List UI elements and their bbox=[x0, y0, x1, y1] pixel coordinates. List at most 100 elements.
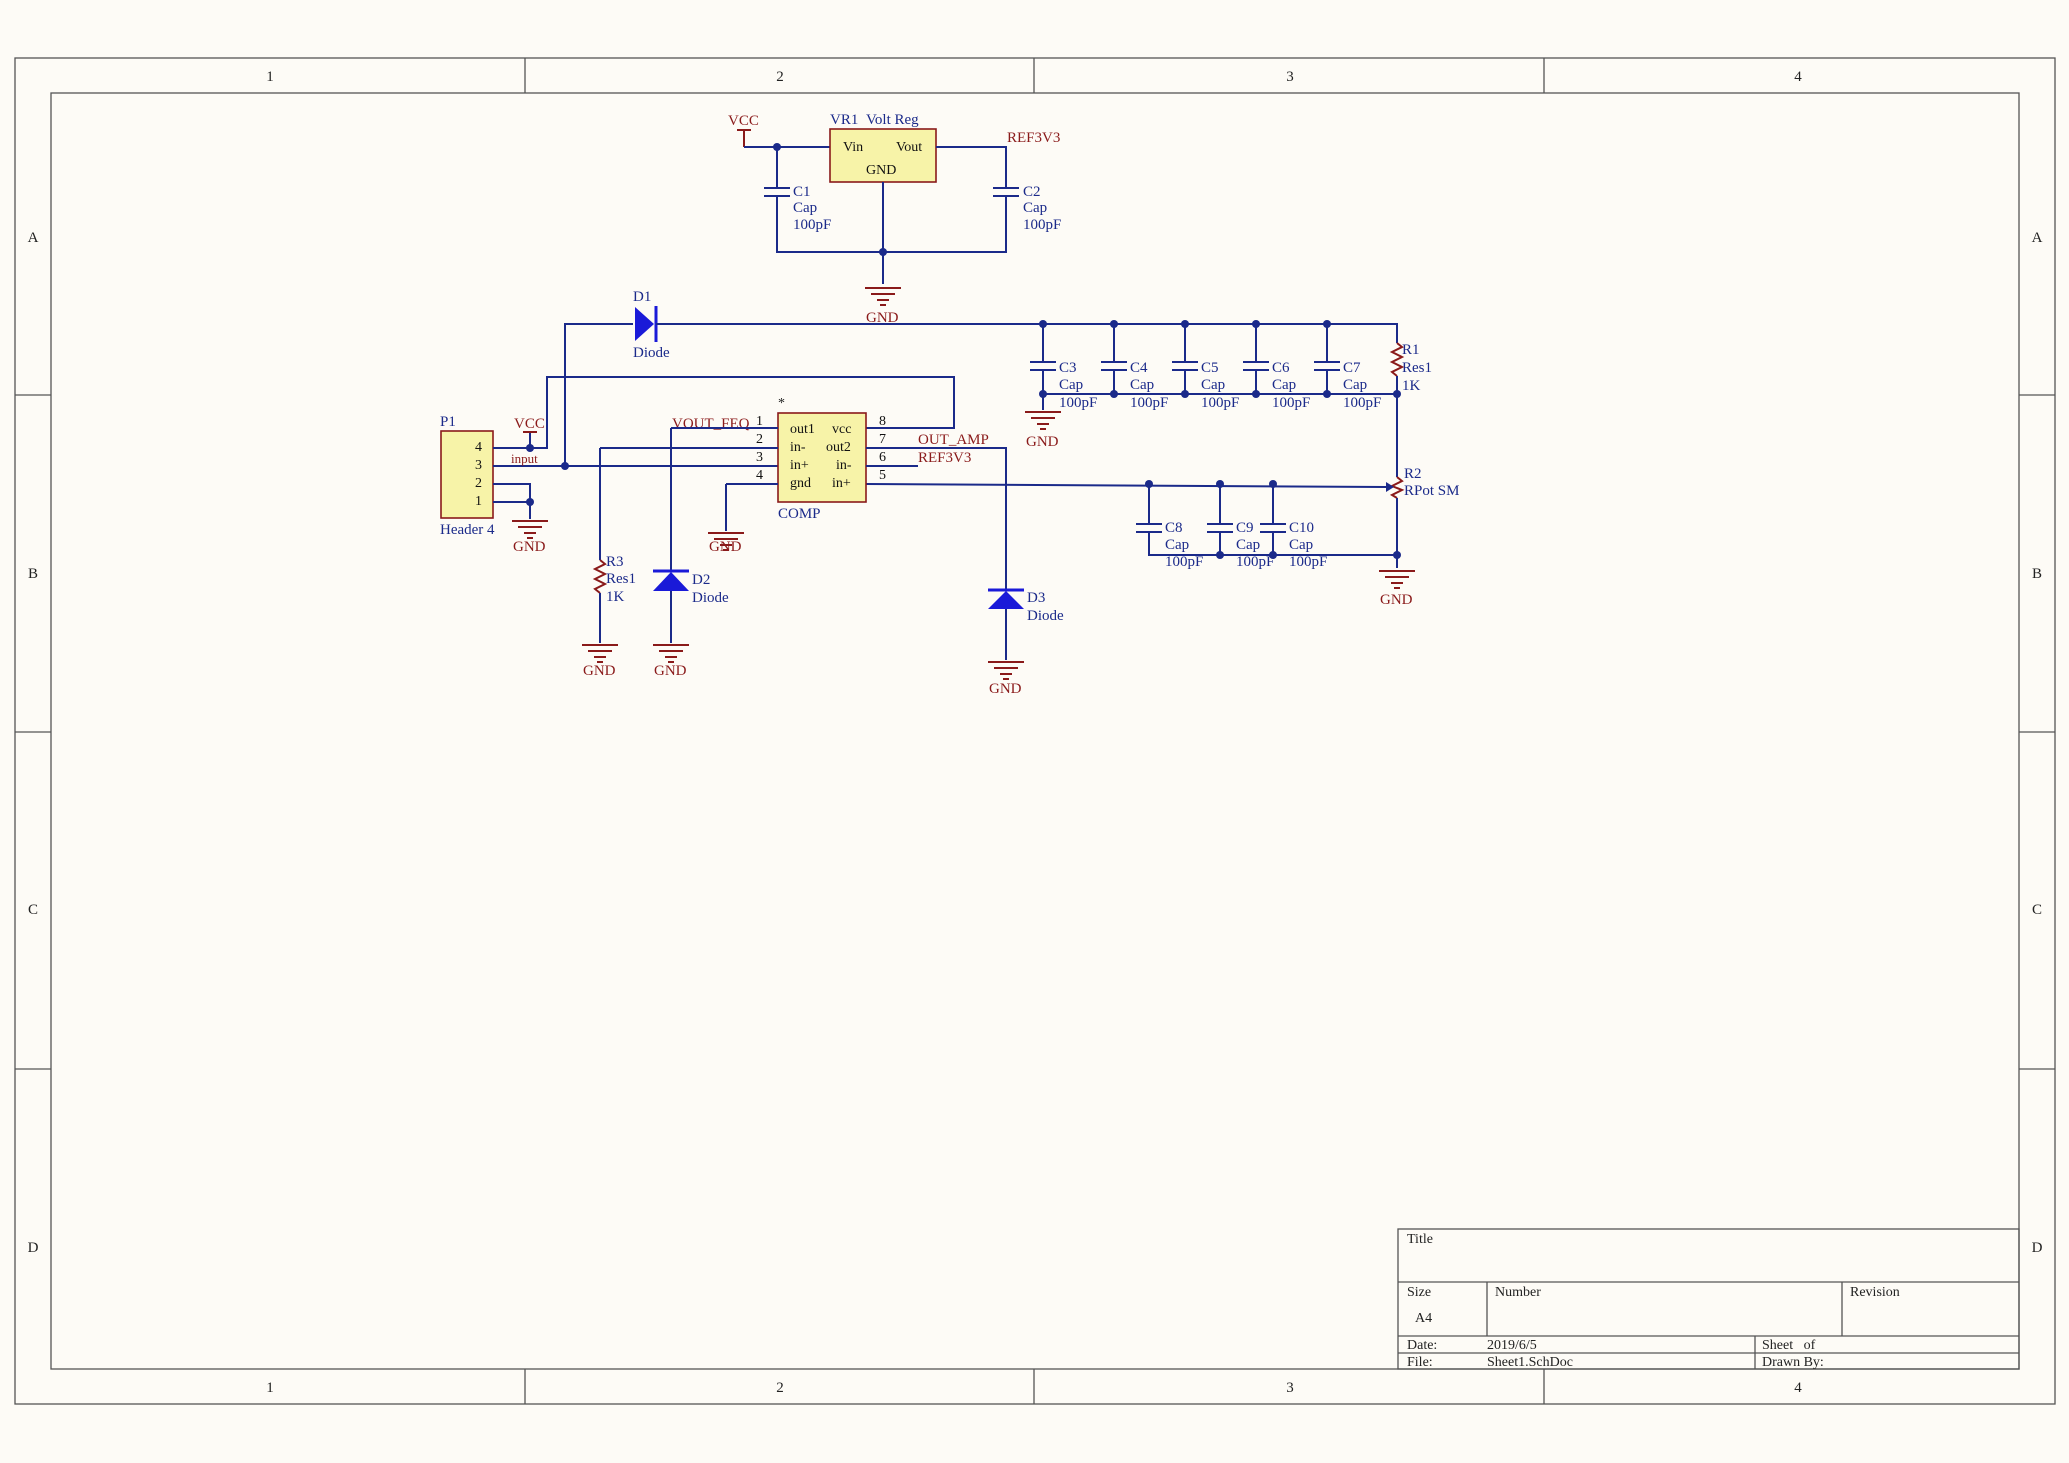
c9-designator: C9 bbox=[1236, 520, 1254, 536]
title-label: Title bbox=[1407, 1232, 1433, 1247]
c2-designator: C2 bbox=[1023, 184, 1041, 200]
c9-type: Cap bbox=[1236, 537, 1260, 553]
c5-type: Cap bbox=[1201, 377, 1225, 393]
ic-pin-6-num: 6 bbox=[879, 450, 886, 465]
row-label-right-b: B bbox=[2032, 566, 2042, 582]
drawn-by-label: Drawn By: bbox=[1762, 1355, 1824, 1370]
file-label: File: bbox=[1407, 1355, 1433, 1370]
ic-pin-7-num: 7 bbox=[879, 432, 886, 447]
c3-designator: C3 bbox=[1059, 360, 1077, 376]
revision-label: Revision bbox=[1850, 1285, 1900, 1300]
file-value: Sheet1.SchDoc bbox=[1487, 1355, 1573, 1370]
d2-type: Diode bbox=[692, 590, 729, 606]
c10-value: 100pF bbox=[1289, 554, 1327, 570]
c4-value: 100pF bbox=[1130, 395, 1168, 411]
resistor-r1 bbox=[1389, 342, 1405, 377]
col-label-bottom-2: 2 bbox=[776, 1380, 784, 1396]
p1-vcc-net-label: VCC bbox=[514, 416, 545, 432]
c5-value: 100pF bbox=[1201, 395, 1239, 411]
ic-pin-8-label: vcc bbox=[832, 422, 851, 437]
ic-pin-7-label: out2 bbox=[826, 440, 851, 455]
ic-pin-1-num: 1 bbox=[756, 414, 763, 429]
c7-value: 100pF bbox=[1343, 395, 1381, 411]
col-label-top-1: 1 bbox=[266, 69, 274, 85]
capacitor-c5 bbox=[1172, 361, 1198, 371]
c4-designator: C4 bbox=[1130, 360, 1148, 376]
vr1-pin-vin: Vin bbox=[843, 140, 863, 155]
p1-pin-4: 4 bbox=[475, 440, 482, 455]
diode-d1 bbox=[635, 307, 654, 341]
c1-type: Cap bbox=[793, 200, 817, 216]
col-label-top-4: 4 bbox=[1794, 69, 1802, 85]
c10-type: Cap bbox=[1289, 537, 1313, 553]
ic-name: COMP bbox=[778, 506, 821, 522]
c10-designator: C10 bbox=[1289, 520, 1314, 536]
ic-pin-3-label: in+ bbox=[790, 458, 809, 473]
resistor-r3 bbox=[592, 559, 608, 594]
voltage-regulator-vr1 bbox=[829, 128, 937, 183]
diode-d2 bbox=[653, 572, 689, 591]
number-label: Number bbox=[1495, 1285, 1541, 1300]
p1-input-net-label: input bbox=[511, 451, 538, 466]
diode-d3 bbox=[988, 591, 1024, 609]
p1-pin-2: 2 bbox=[475, 476, 482, 491]
net-vout-feq: VOUT_FEQ bbox=[672, 416, 750, 432]
header-p1 bbox=[440, 430, 494, 519]
c8-designator: C8 bbox=[1165, 520, 1183, 536]
capacitor-c2 bbox=[993, 187, 1019, 197]
ic-pin-6-label: in- bbox=[836, 458, 852, 473]
capacitor-c8 bbox=[1136, 523, 1162, 533]
net-out-amp: OUT_AMP bbox=[918, 432, 989, 448]
r3-designator: R3 bbox=[606, 554, 624, 570]
p1-name: Header 4 bbox=[440, 522, 495, 538]
ground-symbol-d2 bbox=[653, 644, 689, 663]
r3-type: Res1 bbox=[606, 571, 636, 587]
ic-marker: * bbox=[778, 396, 785, 411]
capacitor-c6 bbox=[1243, 361, 1269, 371]
ic-pin-3-num: 3 bbox=[756, 450, 763, 465]
capacitor-c10 bbox=[1260, 523, 1286, 533]
header-p1-section: P1 Header 4 4 3 2 1 VCC input GND bbox=[440, 376, 955, 555]
col-label-top-3: 3 bbox=[1286, 69, 1294, 85]
ic-pin-8-num: 8 bbox=[879, 414, 886, 429]
diode-capacitor-bank: D1 Diode C3 Cap 100pF C4 Cap bbox=[564, 289, 1459, 608]
ic-pin-5-num: 5 bbox=[879, 468, 886, 483]
c5-designator: C5 bbox=[1201, 360, 1219, 376]
vcc-net-label-top: VCC bbox=[728, 113, 759, 129]
d3-designator: D3 bbox=[1027, 590, 1045, 606]
c9-value: 100pF bbox=[1236, 554, 1274, 570]
p1-designator: P1 bbox=[440, 414, 456, 430]
size-value: A4 bbox=[1415, 1311, 1432, 1326]
ic-pin-5-label: in+ bbox=[832, 476, 851, 491]
ic-pin-4-num: 4 bbox=[756, 468, 763, 483]
ground-symbol-regulator bbox=[865, 287, 901, 306]
r1-designator: R1 bbox=[1402, 342, 1420, 358]
capacitor-c1 bbox=[764, 187, 790, 197]
c6-type: Cap bbox=[1272, 377, 1296, 393]
r1-type: Res1 bbox=[1402, 360, 1432, 376]
capacitor-c9 bbox=[1207, 523, 1233, 533]
ground-symbol-ic bbox=[708, 532, 744, 551]
r2-gnd-label: GND bbox=[1380, 592, 1413, 608]
comparator-ic bbox=[777, 412, 867, 503]
row-label-left-d: D bbox=[28, 1240, 39, 1256]
capacitor-c7 bbox=[1314, 361, 1340, 371]
row-label-left-b: B bbox=[28, 566, 38, 582]
header-gnd-label: GND bbox=[513, 539, 546, 555]
title-block: Title Size A4 Number Revision Date: 2019… bbox=[1397, 1228, 2020, 1370]
ic-pin-2-num: 2 bbox=[756, 432, 763, 447]
date-label: Date: bbox=[1407, 1338, 1437, 1353]
row-label-left-a: A bbox=[28, 230, 39, 246]
date-value: 2019/6/5 bbox=[1487, 1338, 1537, 1353]
c7-designator: C7 bbox=[1343, 360, 1361, 376]
col-label-bottom-4: 4 bbox=[1794, 1380, 1802, 1396]
regulator-section: VCC VR1 Volt Reg Vin Vout GND REF3V3 C1 … bbox=[728, 112, 1061, 326]
col-label-bottom-1: 1 bbox=[266, 1380, 274, 1396]
sheet-frame: 1 2 3 4 1 2 3 4 A B C D A B C D bbox=[14, 57, 2056, 1405]
ic-pin-4-label: gnd bbox=[790, 476, 811, 491]
d3-type: Diode bbox=[1027, 608, 1064, 624]
potentiometer-r2 bbox=[1389, 476, 1405, 499]
c3-value: 100pF bbox=[1059, 395, 1097, 411]
vr1-designator: VR1 bbox=[830, 112, 858, 128]
